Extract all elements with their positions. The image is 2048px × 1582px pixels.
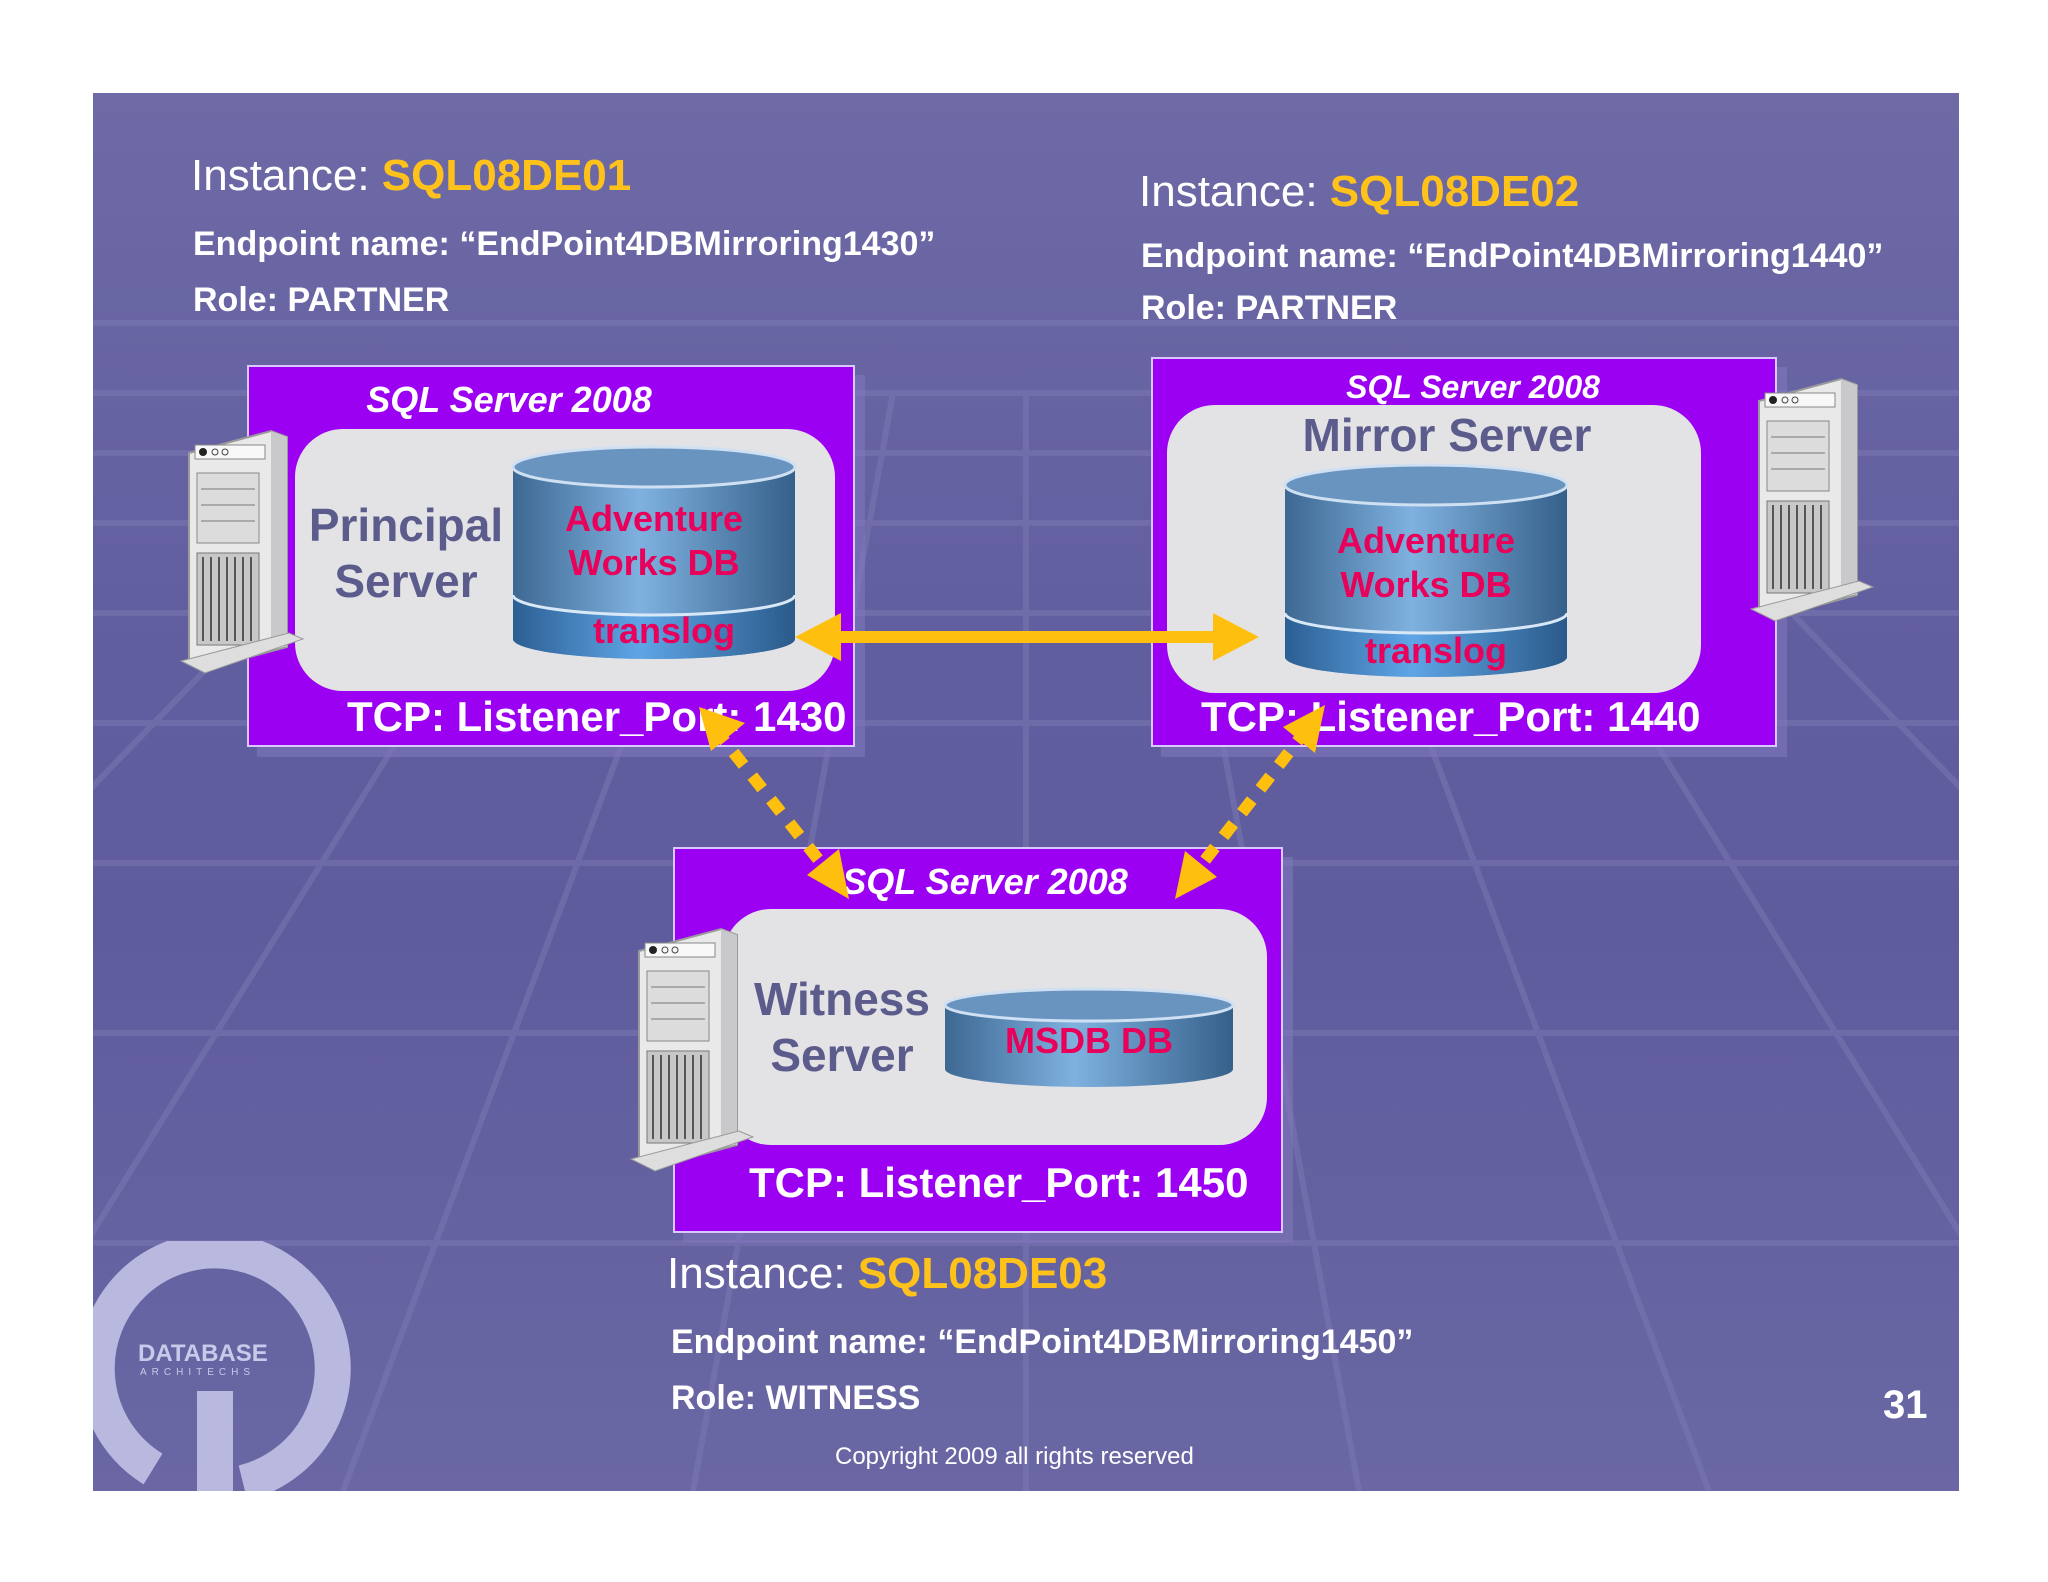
- mirroring-arrow: [795, 613, 1259, 661]
- instance-prefix: Instance:: [667, 1249, 858, 1298]
- witness-role: Role: WITNESS: [671, 1379, 921, 1417]
- principal-instance-label: Instance: SQL08DE01: [191, 151, 631, 201]
- mirror-db-line2: Works DB: [1340, 564, 1512, 605]
- svg-text:ARCHITECHS: ARCHITECHS: [140, 1367, 255, 1378]
- svg-text:DATABASE: DATABASE: [138, 1340, 268, 1367]
- witness-principal-arrow: [699, 707, 849, 899]
- page-number: 31: [1883, 1383, 1928, 1427]
- mirror-database-cylinder: [1283, 463, 1569, 677]
- mirror-server-name: Mirror Server: [1302, 409, 1592, 461]
- principal-server-line1: Principal: [308, 499, 504, 551]
- witness-box-title: SQL Server 2008: [842, 861, 1128, 902]
- database-architechs-logo: DATABASE ARCHITECHS: [93, 1241, 351, 1491]
- witness-server-line1: Witness: [754, 973, 930, 1025]
- witness-database-cylinder: [943, 987, 1235, 1087]
- principal-instance-name: SQL08DE01: [381, 151, 632, 200]
- principal-port: TCP: Listener_Port: 1430: [347, 693, 847, 740]
- principal-database-cylinder: [511, 445, 797, 659]
- mirror-endpoint: Endpoint name: “EndPoint4DBMirroring1440…: [1141, 237, 1884, 275]
- witness-mirror-arrow: [1175, 705, 1325, 899]
- connection-arrows: [699, 613, 1325, 899]
- witness-port: TCP: Listener_Port: 1450: [749, 1159, 1249, 1206]
- mirror-instance-name: SQL08DE02: [1329, 167, 1580, 216]
- principal-computer-icon: [179, 429, 305, 674]
- instance-prefix: Instance:: [191, 151, 382, 200]
- principal-server-line2: Server: [334, 555, 478, 607]
- mirror-box-title: SQL Server 2008: [1346, 369, 1600, 405]
- witness-endpoint: Endpoint name: “EndPoint4DBMirroring1450…: [671, 1323, 1414, 1361]
- witness-db-label: MSDB DB: [1005, 1020, 1173, 1061]
- witness-computer-icon: [629, 927, 755, 1172]
- principal-box-title: SQL Server 2008: [366, 379, 652, 420]
- witness-server-line2: Server: [770, 1029, 914, 1081]
- mirror-role: Role: PARTNER: [1141, 289, 1398, 327]
- mirror-translog: translog: [1364, 630, 1507, 671]
- mirror-instance-label: Instance: SQL08DE02: [1139, 167, 1579, 217]
- mirror-computer-icon: [1749, 377, 1875, 622]
- copyright-text: Copyright 2009 all rights reserved: [835, 1443, 1194, 1470]
- witness-instance-label: Instance: SQL08DE03: [667, 1249, 1107, 1299]
- principal-endpoint: Endpoint name: “EndPoint4DBMirroring1430…: [193, 225, 936, 263]
- principal-translog: translog: [592, 610, 735, 651]
- principal-db-line2: Works DB: [568, 542, 740, 583]
- mirror-db-line1: Adventure: [1336, 520, 1516, 561]
- slide: Instance: SQL08DE01 Endpoint name: “EndP…: [93, 93, 1959, 1491]
- witness-instance-name: SQL08DE03: [857, 1249, 1108, 1298]
- mirror-port: TCP: Listener_Port: 1440: [1201, 693, 1701, 740]
- principal-db-line1: Adventure: [564, 498, 744, 539]
- instance-prefix: Instance:: [1139, 167, 1330, 216]
- principal-role: Role: PARTNER: [193, 281, 450, 319]
